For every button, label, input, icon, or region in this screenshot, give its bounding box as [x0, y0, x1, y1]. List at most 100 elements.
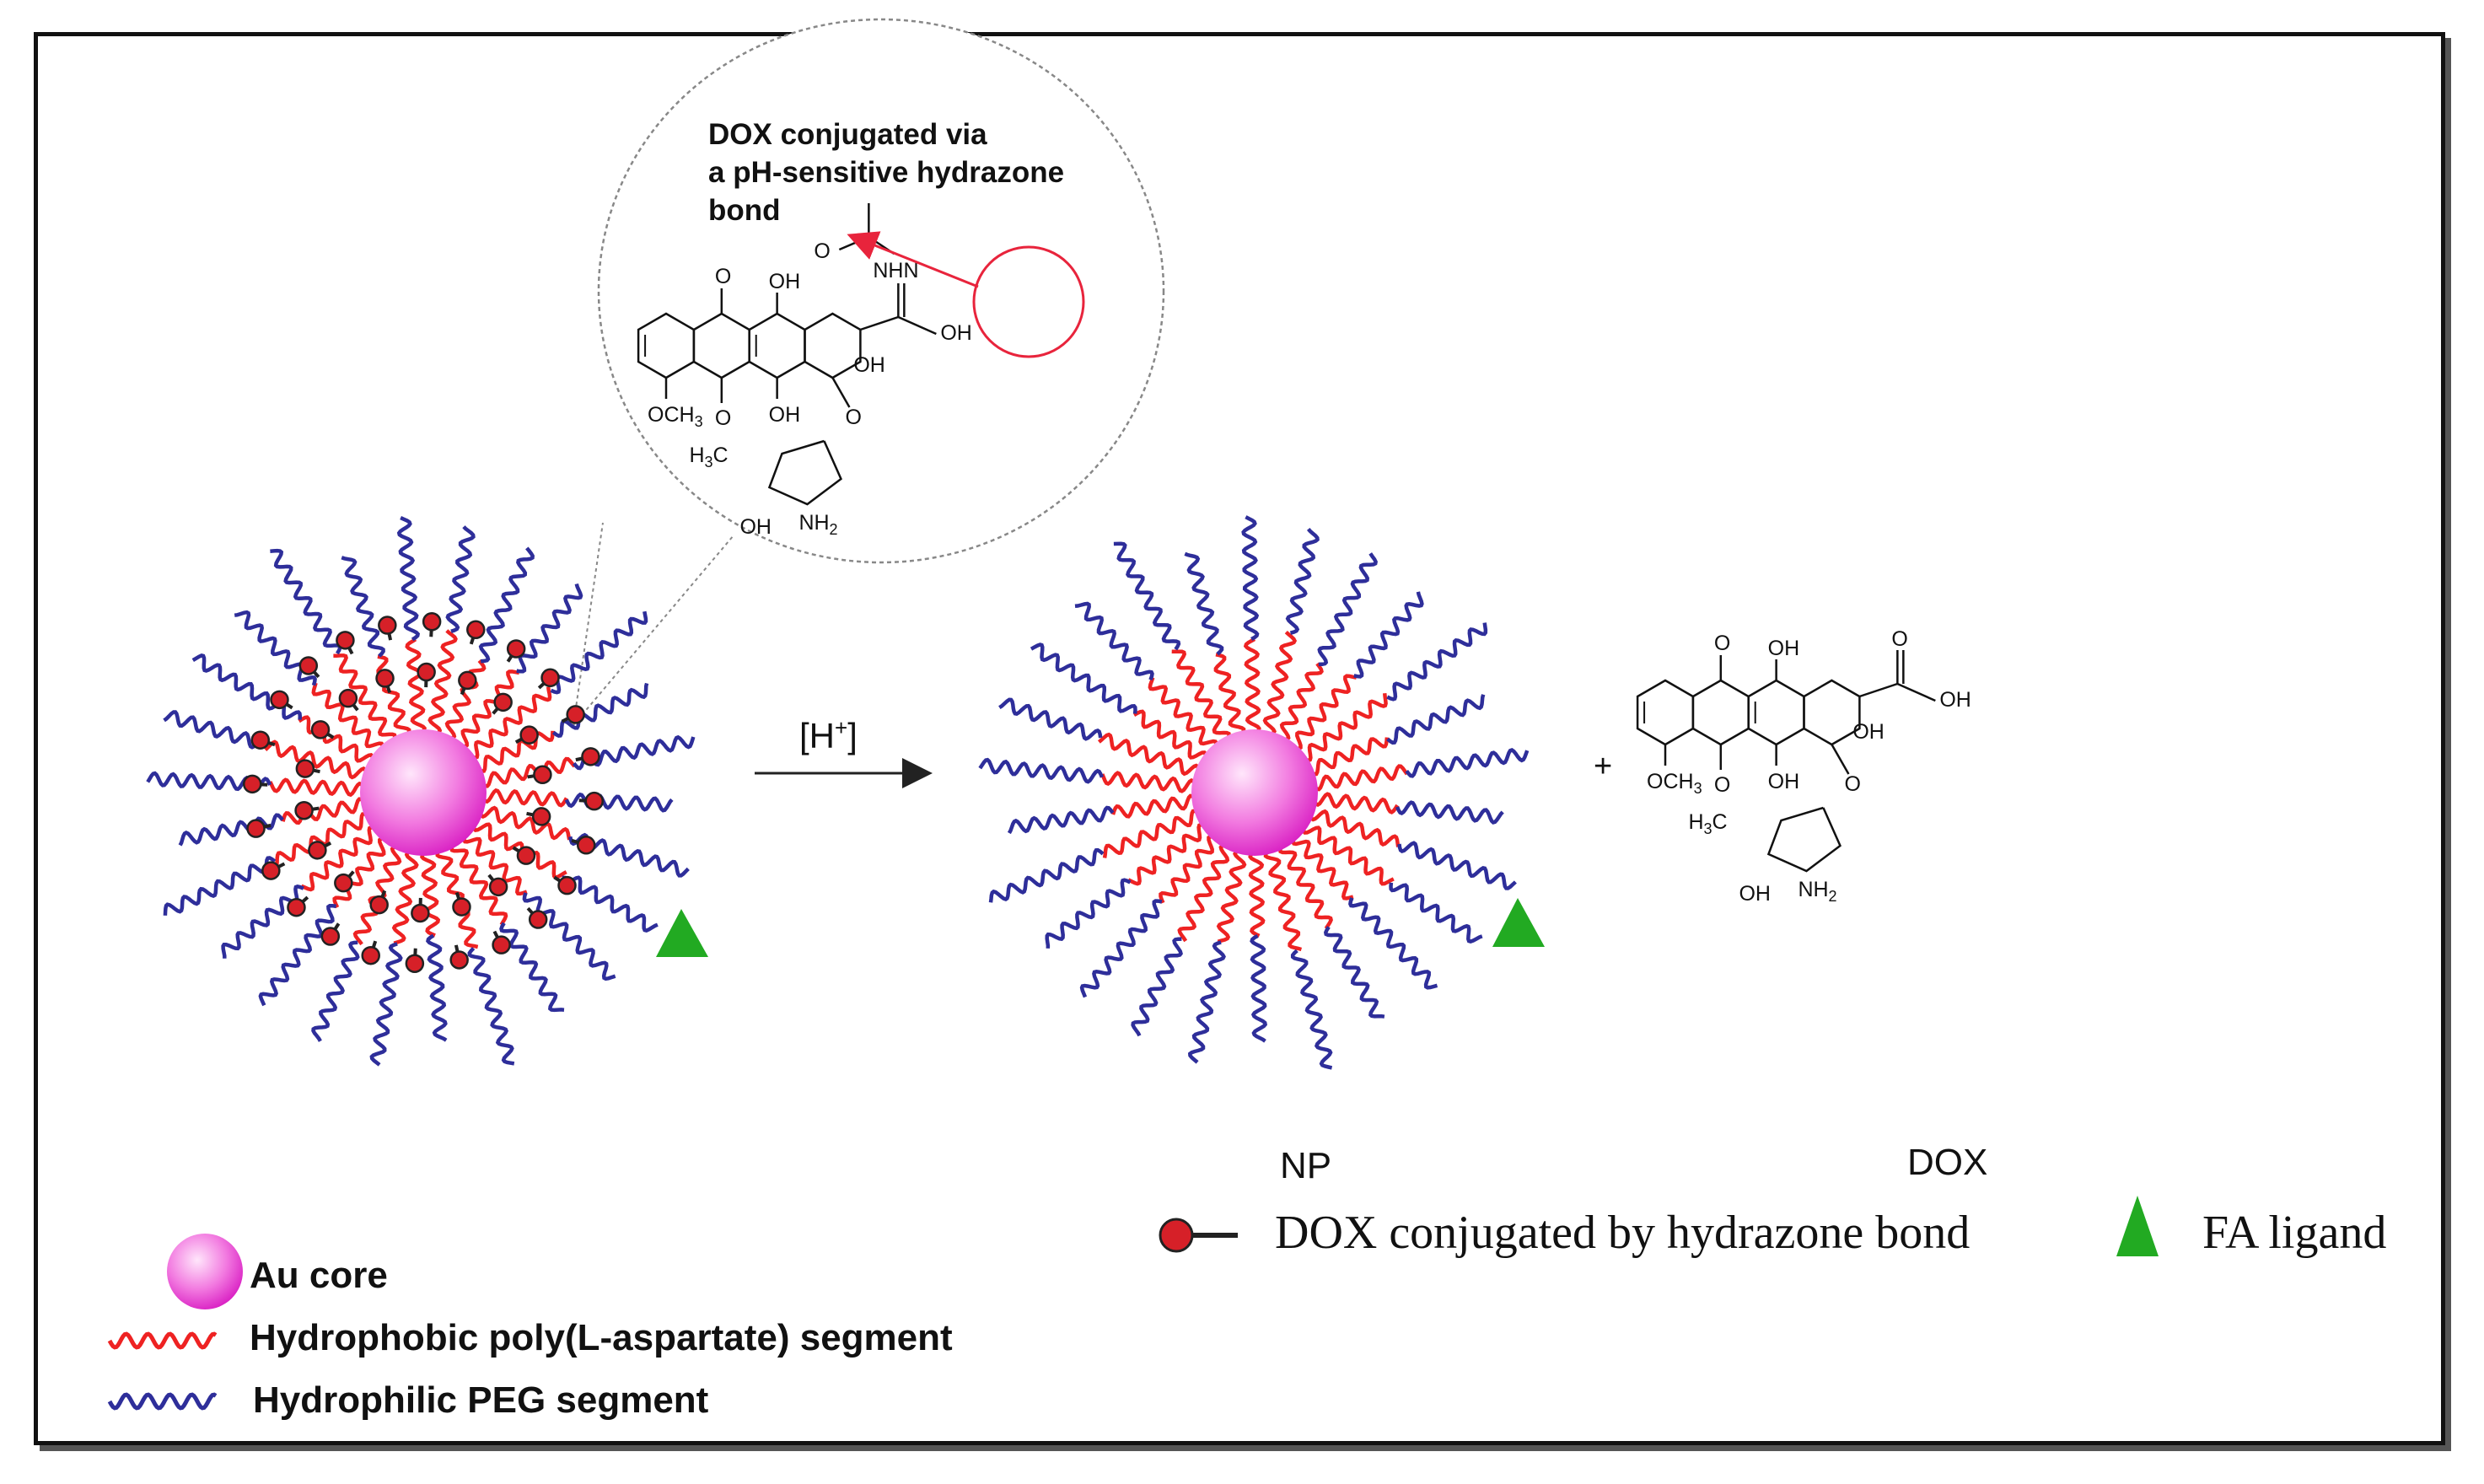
hydrophobic-chain	[435, 847, 479, 949]
dox-bead	[540, 668, 560, 688]
hydrophilic-chain	[1113, 541, 1181, 651]
hydrophobic-chain	[1292, 674, 1358, 750]
hydrophobic-chain	[1308, 737, 1390, 777]
hydrophobic-chain	[311, 682, 384, 752]
hydrophobic-chain	[427, 629, 458, 737]
callout-title-line-3: bond	[708, 194, 781, 227]
dox-bead	[405, 954, 425, 973]
atom-oh-sugar: OH	[739, 515, 772, 539]
hydrophilic-chain	[1250, 934, 1268, 1043]
atom-o-side: O	[1891, 627, 1907, 651]
hydrophilic-chain	[426, 933, 448, 1042]
dox-bead	[411, 903, 430, 923]
dox-bead	[378, 616, 397, 635]
ring	[1691, 679, 1750, 746]
hydrophobic-chain	[480, 788, 568, 808]
sugar-ring	[767, 439, 842, 506]
hydrophobic-chain	[449, 841, 508, 926]
hydrophobic-chain	[376, 654, 411, 738]
hydrophilic-chain	[1348, 897, 1438, 990]
hydrophobic-chain	[264, 739, 369, 780]
hydrophobic-chain	[459, 669, 520, 749]
hydrophobic-chain	[476, 730, 555, 774]
dox-bead	[361, 945, 380, 965]
hydrophobic-chain	[1148, 676, 1218, 750]
atom-oh-side: OH	[1939, 688, 1971, 712]
hydrophobic-chain	[420, 849, 441, 938]
dox-bead	[557, 875, 577, 895]
dox-bead	[493, 692, 513, 712]
dox-bead	[287, 897, 306, 917]
hydrophilic-chain	[258, 903, 336, 1007]
hydrophilic-chain	[1184, 551, 1224, 656]
hydrophobic-chain	[1097, 732, 1202, 777]
atom-o-top: O	[715, 265, 731, 288]
ring	[1636, 679, 1695, 746]
legend-dox-bead-icon	[1159, 1218, 1194, 1253]
hydrophilic-chain	[1079, 899, 1163, 998]
hydrophilic-chain	[311, 940, 360, 1042]
callout-bubble	[573, 18, 1165, 726]
hydrophobic-chain	[1159, 835, 1218, 904]
hydrophobic-chain	[1311, 764, 1409, 792]
hydrophilic-chain	[1397, 841, 1517, 890]
hydrophobic-chain	[405, 637, 427, 736]
au-core-sphere	[1191, 729, 1318, 856]
dox-bead	[417, 662, 436, 682]
dox-bead	[533, 765, 552, 785]
dox-bead	[452, 897, 471, 917]
hydrophilic-chain	[998, 697, 1103, 741]
hydrophobic-chain	[1301, 825, 1395, 886]
atom-och3: OCH3	[648, 403, 703, 430]
fa-ligand-triangle-right	[1492, 898, 1545, 947]
atom-o-glyco: O	[1844, 772, 1860, 796]
hydrophilic-chain	[1405, 748, 1530, 778]
hydrophobic-chain	[281, 797, 368, 825]
legend-dox-conjugated-label: DOX conjugated by hydrazone bond	[1275, 1207, 1971, 1259]
callout-title-line-1: DOX conjugated via	[708, 118, 987, 151]
hydrophobic-chain	[1263, 847, 1303, 952]
atom-nh2: NH2	[1798, 878, 1836, 905]
dox-bead	[310, 720, 331, 739]
hydrophobic-chain	[471, 822, 567, 879]
dox-bead	[375, 669, 395, 688]
hydrophilic-chain	[1045, 878, 1132, 949]
atom-oh-bottom: OH	[769, 403, 801, 427]
hydrophilic-chain	[178, 813, 284, 847]
legend-hydrophobic-label: Hydrophobic poly(L-aspartate) segment	[250, 1317, 953, 1358]
dox-bead	[246, 819, 266, 838]
dox-bead	[422, 612, 442, 632]
hydrophobic-chain	[468, 686, 552, 761]
hydrophilic-chain	[467, 947, 515, 1066]
atom-nhn: NHN	[873, 259, 918, 282]
hydrophobic-chain	[332, 836, 388, 909]
hydrophobic-chain	[1308, 809, 1401, 847]
hydrophilic-chain	[234, 610, 317, 686]
dox-bead	[466, 620, 486, 640]
legend-hydrophobic-wave	[107, 1331, 218, 1350]
figure-frame	[34, 32, 2445, 1445]
dox-bead	[295, 759, 315, 778]
hydrophilic-chain	[564, 792, 674, 813]
hydrophobic-chain	[268, 777, 367, 798]
hydrophilic-chain	[1389, 882, 1483, 944]
hydrophilic-chain	[550, 610, 648, 695]
atom-oh-top: OH	[769, 270, 801, 293]
hydrophilic-chain	[1131, 937, 1183, 1037]
dox-bead	[488, 877, 508, 897]
hydrophilic-chain	[1007, 805, 1115, 835]
legend-au-core-label: Au core	[250, 1255, 388, 1296]
callout-title-line-2: a pH-sensitive hydrazone	[708, 156, 1065, 189]
hydrophilic-chain	[478, 546, 535, 664]
dox-bead	[334, 873, 353, 893]
dox-bead	[506, 639, 526, 659]
dox-bead	[531, 807, 551, 826]
np-without-dox	[978, 515, 1530, 1070]
hydrophobic-chain	[477, 805, 572, 841]
hydrophobic-chain	[1213, 653, 1246, 738]
hydrophilic-chain	[1323, 926, 1385, 1019]
hydrophobic-chain	[298, 715, 375, 763]
atom-o-hydrazone: O	[814, 239, 830, 263]
